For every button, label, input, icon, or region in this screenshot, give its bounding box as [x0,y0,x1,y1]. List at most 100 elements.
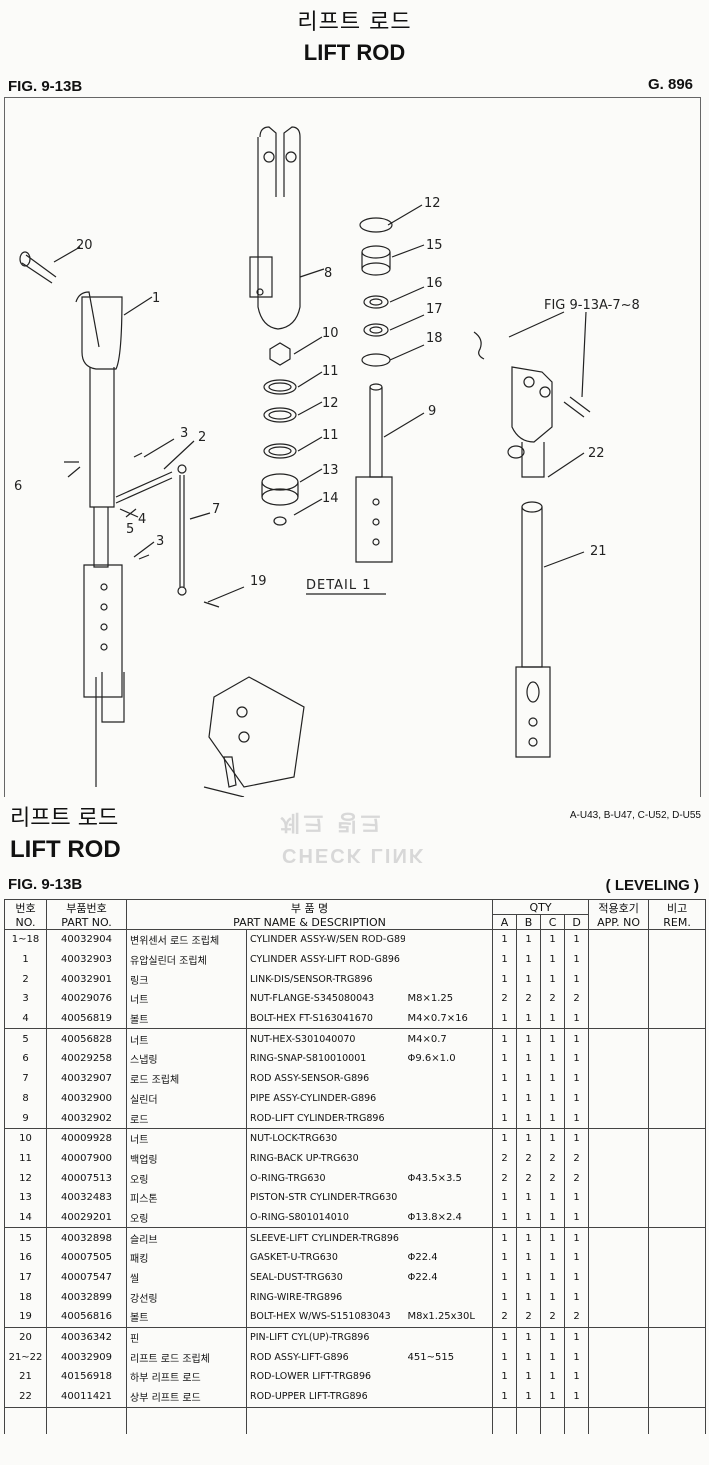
cell-pn: 40011421 [46,1386,127,1408]
cell-d: 1 [564,1068,590,1089]
cell-remarks [648,928,707,950]
cell-c: 1 [540,1108,566,1129]
cell-c: 1 [540,1187,566,1208]
cell-d: 1 [564,1267,590,1288]
cell-size [404,1227,494,1248]
cell-app-no [588,969,650,990]
cell-a: 1 [492,1207,518,1228]
cell-size [404,1127,494,1149]
cell-app-no [588,1187,650,1208]
cell-pn: 40029201 [46,1207,127,1228]
cell-d: 1 [564,1287,590,1308]
cell-pn: 40032898 [46,1227,127,1248]
cell-remarks [648,949,707,970]
cell-b: 1 [516,969,542,990]
cell-remarks [648,989,707,1009]
cell-en: ROD-UPPER LIFT-TRG896 [246,1386,405,1408]
cell-pn: 40032909 [46,1347,127,1368]
cell-d: 2 [564,1148,590,1169]
cell-d: 1 [564,1326,590,1348]
cell-no: 17 [4,1267,47,1288]
cell-remarks [648,1207,707,1228]
cell-no: 21~22 [4,1347,47,1368]
cell-app-no [588,1088,650,1109]
group-code: G. 896 [647,76,693,93]
cell-kr: 강선링 [126,1287,247,1308]
cell-kr: 피스톤 [126,1187,247,1208]
cell-size: M8×1.25 [404,989,494,1009]
fig-label: FIG. 9-13B [8,78,83,95]
cell-kr: 실린더 [126,1088,247,1109]
cell-b: 1 [516,1068,542,1089]
cell-remarks [648,1326,707,1348]
cell-en: PIN-LIFT CYL(UP)-TRG896 [246,1326,405,1348]
cell-app-no [588,1028,650,1050]
col-qty-a: A [492,914,518,930]
cell-c: 1 [540,1207,566,1228]
cell-b: 2 [516,1148,542,1169]
callout-16: 16 [426,276,443,291]
cell-en: PISTON-STR CYLINDER-TRG630 [250,1192,398,1204]
callout-7: 7 [212,502,220,517]
cell-a: 1 [492,949,518,970]
cell-b: 1 [516,1207,542,1228]
cell-no: 16 [4,1248,47,1268]
cell-no: 21 [4,1367,47,1387]
cell-size [404,1326,494,1348]
cell-pn: 40029258 [46,1049,127,1069]
section-title-en: LIFT ROD [10,836,121,863]
cell-a: 2 [492,1148,518,1169]
cell-no: 22 [4,1386,47,1408]
section-title-kr: 리프트 로드 [10,806,119,831]
cell-d: 1 [564,949,590,970]
cell-en: ROD ASSY-LIFT-G896 [250,1351,349,1363]
cell-size: Φ13.8×2.4 [404,1207,494,1228]
cell-b: 1 [516,1326,542,1348]
callout-2: 2 [198,430,206,445]
cell-kr: 로드 조립체 [126,1068,247,1089]
cell-c: 2 [540,1307,566,1328]
callout-5: 5 [126,522,134,537]
cell-no: 3 [4,989,47,1009]
cell-a: 1 [492,1367,518,1387]
cell-c: 1 [540,1088,566,1109]
callout-10: 10 [322,326,339,341]
cell-en: CYLINDER ASSY-W/SEN ROD-G896 [246,928,405,950]
cell-empty [126,1406,247,1434]
cell-b: 1 [516,1008,542,1029]
cell-app-no [588,1168,650,1188]
cell-pn: 40007900 [46,1148,127,1169]
cell-pn: 40007513 [46,1168,127,1188]
cell-a: 1 [492,1248,518,1268]
cell-remarks [648,1187,707,1208]
cell-remarks [648,1367,707,1387]
cell-d: 1 [564,1028,590,1050]
cell-empty [46,1406,127,1434]
cell-en: RING-WIRE-TRG896 [250,1291,343,1303]
cell-pn: 40007505 [46,1248,127,1268]
cell-size: Φ22.4 [404,1267,494,1288]
cell-en: O-RING-TRG630 [250,1172,326,1184]
callout-3-top: 3 [180,426,188,441]
cell-remarks [648,1049,707,1069]
callout-4: 4 [138,512,146,527]
exploded-parts-diagram: 20 1 8 12 15 16 17 18 10 11 12 11 13 14 … [14,126,640,797]
cell-pn: 40032900 [46,1088,127,1109]
cell-empty [540,1406,566,1434]
cell-kr: 오링 [126,1207,247,1228]
cell-no: 9 [4,1108,47,1129]
